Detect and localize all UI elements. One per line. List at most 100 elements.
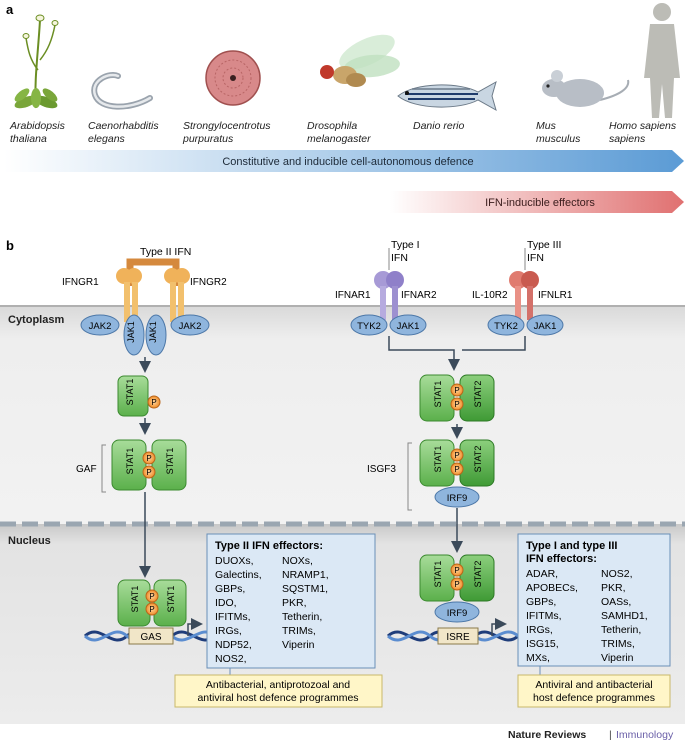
type13-effectors-title-line1: Type I and type III [526, 540, 617, 552]
isgf3-bracket [407, 442, 412, 511]
type13-effector: GBPs, [526, 596, 556, 608]
fly-icon [320, 34, 400, 87]
type2-effector: GBPs, [215, 583, 245, 595]
jak1-left: JAK1 [123, 314, 145, 356]
type2-effector: PKR, [282, 597, 307, 609]
panel-a-label: a [6, 2, 14, 17]
svg-text:JAK1: JAK1 [397, 321, 420, 332]
svg-text:STAT2: STAT2 [473, 381, 483, 408]
svg-text:TYK2: TYK2 [357, 321, 381, 332]
svg-text:P: P [454, 566, 459, 575]
svg-text:TYK2: TYK2 [494, 321, 518, 332]
organism-label-4-line1: Drosophila [307, 120, 357, 132]
ifnlr-receptor [509, 248, 539, 320]
credit-separator: | [609, 729, 612, 741]
type13-effector: SAMHD1, [601, 610, 648, 622]
isgf3-label: ISGF3 [367, 464, 396, 475]
gas-transcription-arrow [187, 618, 203, 636]
jak1-type3: JAK1 [526, 314, 564, 336]
type13-programme-box [517, 674, 671, 708]
svg-text:STAT1: STAT1 [433, 381, 443, 408]
isre-label: ISRE [446, 632, 470, 643]
organism-label-1-line2: thaliana [10, 133, 47, 145]
ifnar1-label: IFNAR1 [335, 290, 371, 301]
svg-text:P: P [454, 400, 459, 409]
svg-text:P: P [149, 605, 154, 614]
ifngr2-label: IFNGR2 [190, 277, 227, 288]
type1-ifn-label-line1: Type I [391, 239, 420, 251]
panel-b-label: b [6, 238, 14, 253]
svg-text:P: P [454, 465, 459, 474]
credit-journal: Nature Reviews [508, 729, 586, 741]
human-icon [644, 3, 680, 118]
type1-signal-arrow [388, 336, 460, 371]
svg-text:STAT1: STAT1 [125, 379, 135, 406]
svg-text:STAT1: STAT1 [125, 448, 135, 475]
credit-section: Immunology [616, 729, 674, 741]
type2-programme-box [174, 674, 383, 708]
gaf-dimer: STAT1 STAT1 P P [111, 439, 187, 491]
organism-label-7-line1: Homo sapiens [609, 120, 677, 132]
organism-label-7-line2: sapiens [609, 133, 646, 145]
type2-effector: IDO, [215, 597, 237, 609]
type13-effector: IRGs, [526, 624, 553, 636]
type13-effector: PKR, [601, 582, 626, 594]
type13-effector: Tetherin, [601, 624, 641, 636]
svg-text:STAT1: STAT1 [166, 586, 176, 613]
svg-text:P: P [151, 398, 156, 407]
type13-effector: ADAR, [526, 568, 558, 580]
svg-text:P: P [454, 386, 459, 395]
type13-effector: IFITMs, [526, 610, 562, 622]
gas-label: GAS [140, 632, 161, 643]
svg-text:P: P [454, 580, 459, 589]
sea-urchin-icon [205, 50, 261, 106]
svg-text:P: P [146, 454, 151, 463]
type3-signal-arrow [462, 336, 526, 351]
type13-effector: OASs, [601, 596, 631, 608]
ifngr1-receptor [116, 268, 142, 322]
jak2-right: JAK2 [170, 314, 210, 336]
type2-effector: Galectins, [215, 569, 262, 581]
svg-text:IRF9: IRF9 [447, 608, 468, 619]
svg-text:STAT1: STAT1 [433, 446, 443, 473]
type13-effectors-box [517, 533, 671, 667]
ifngr2-receptor [164, 268, 190, 322]
ifnlr1-label: IFNLR1 [538, 290, 573, 301]
svg-text:JAK1: JAK1 [534, 321, 557, 332]
type2-effector: NDP52, [215, 639, 252, 651]
jak1-right: JAK1 [145, 314, 167, 356]
svg-text:STAT1: STAT1 [165, 448, 175, 475]
svg-text:JAK2: JAK2 [179, 321, 202, 332]
stat1-stat2-dimer: STAT1 STAT2 P P [419, 374, 495, 422]
type2-effector: IRGs, [215, 625, 242, 637]
ifn-inducible-arrow: IFN-inducible effectors [390, 191, 684, 213]
svg-text:P: P [146, 468, 151, 477]
gaf-dna-bound: STAT1 STAT1 P P [117, 579, 187, 627]
type13-effector: TRIMs, [601, 638, 635, 650]
type13-programme-line2: host defence programmes [533, 692, 655, 704]
ifngr1-label: IFNGR1 [62, 277, 99, 288]
type2-effector: DUOXs, [215, 555, 254, 567]
type2-effector: SQSTM1, [282, 583, 328, 595]
stat1-monomer: STAT1 P [117, 375, 161, 417]
type2-effector: TRIMs, [282, 625, 316, 637]
svg-text:P: P [454, 451, 459, 460]
cytoplasm-label: Cytoplasm [8, 314, 64, 326]
type2-effectors-title: Type II IFN effectors: [215, 540, 323, 552]
type13-effectors-title-line2: IFN effectors: [526, 553, 597, 565]
svg-text:P: P [149, 592, 154, 601]
type2-programme-line1: Antibacterial, antiprotozoal and [206, 679, 350, 691]
organism-label-4-line2: melanogaster [307, 133, 371, 145]
type13-effector: Viperin [601, 652, 634, 664]
constitutive-defence-label: Constitutive and inducible cell-autonomo… [222, 156, 473, 168]
constitutive-defence-arrow: Constitutive and inducible cell-autonomo… [4, 150, 684, 172]
plant-icon [14, 14, 59, 109]
organism-label-6-line2: musculus [536, 133, 581, 145]
tyk2-left: TYK2 [350, 314, 388, 336]
isgf3-dna-bound: STAT1 STAT2 P P IRF9 [419, 554, 495, 623]
type13-effector: ISG15, [526, 638, 559, 650]
zebrafish-icon [397, 80, 497, 112]
type2-programme-line2: antiviral host defence programmes [197, 692, 358, 704]
organism-label-2-line2: elegans [88, 133, 126, 145]
organism-label-1-line1: Arabidopsis [9, 120, 66, 132]
